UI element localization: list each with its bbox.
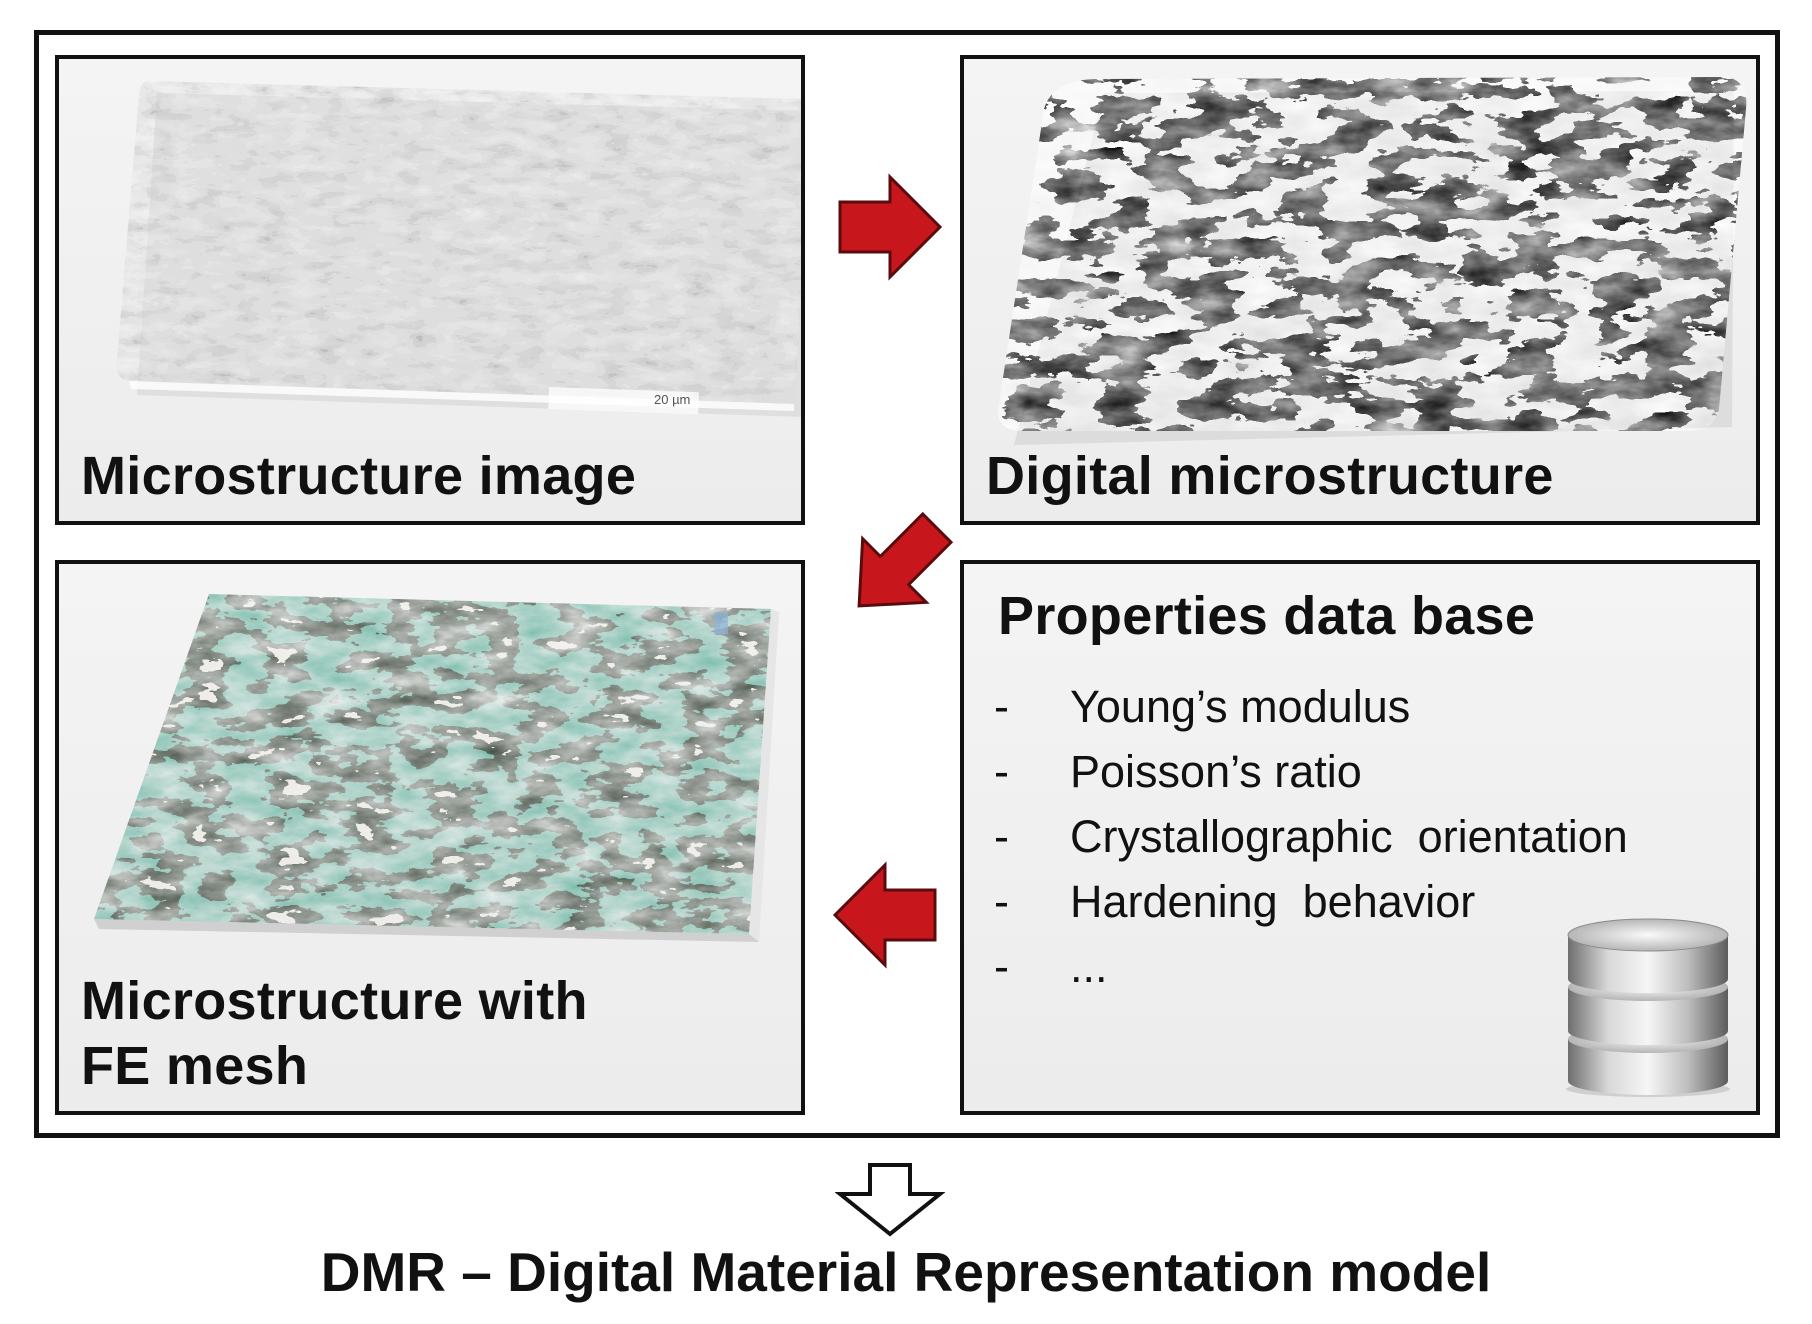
binary-microstructure	[998, 77, 1747, 445]
panel-title-digital-microstructure: Digital microstructure	[986, 446, 1554, 506]
list-bullet: -	[994, 746, 1009, 797]
list-item-label: Young’s modulus	[1070, 681, 1411, 732]
panel-title-fe-mesh: Microstructure with FE mesh	[81, 969, 588, 1099]
list-bullet: -	[994, 941, 1009, 992]
microstructure-photo: 20 µm	[116, 81, 801, 417]
panel-properties-database: Properties data base - Young’s modulus - P…	[960, 560, 1760, 1115]
list-item-label: Crystallographic orientation	[1070, 811, 1628, 862]
red-arrow-left-icon	[832, 861, 937, 969]
diagram-caption: DMR – Digital Material Representation mo…	[320, 1241, 1492, 1303]
panel-title-properties: Properties data base	[998, 586, 1536, 646]
list-item: -...	[994, 934, 1628, 999]
red-arrow-down-left-icon	[857, 512, 954, 608]
hollow-arrow-down-icon	[835, 1163, 945, 1237]
panel-digital-microstructure: Digital microstructure	[960, 55, 1760, 525]
list-item-label: Poisson’s ratio	[1070, 746, 1362, 797]
list-item: - Poisson’s ratio	[994, 739, 1628, 804]
database-icon	[1566, 918, 1730, 1097]
panel-fe-mesh: Microstructure with FE mesh	[55, 560, 805, 1115]
panel-title-fe-mesh-line2: FE mesh	[81, 1035, 309, 1096]
list-item-label: Hardening behavior	[1070, 876, 1476, 927]
scale-bar-label: 20 µm	[654, 392, 690, 407]
list-item-label: ...	[1070, 941, 1108, 992]
properties-list: - Young’s modulus - Poisson’s ratio - Cryst…	[994, 674, 1628, 999]
list-bullet: -	[994, 811, 1009, 862]
list-item: - Crystallographic orientation	[994, 804, 1628, 869]
panel-microstructure-image: 20 µm Microstructure image	[55, 55, 805, 525]
list-item: - Young’s modulus	[994, 674, 1628, 739]
fe-mesh-microstructure	[94, 594, 779, 942]
list-bullet: -	[994, 681, 1009, 732]
panel-title-fe-mesh-line1: Microstructure with	[81, 971, 588, 1031]
list-bullet: -	[994, 876, 1009, 927]
red-arrow-right-icon	[838, 173, 943, 281]
list-item: - Hardening behavior	[994, 869, 1628, 934]
panel-title-microstructure-image: Microstructure image	[81, 446, 637, 506]
